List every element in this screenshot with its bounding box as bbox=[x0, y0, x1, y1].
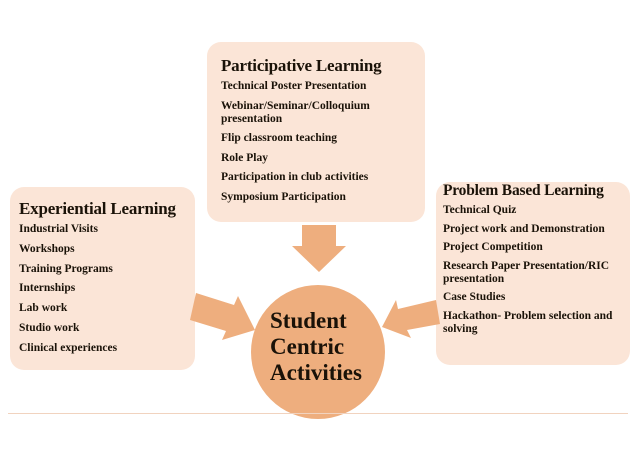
problem-based-learning-box: Problem Based Learning Technical Quiz Pr… bbox=[436, 182, 630, 365]
right-arrow-icon bbox=[190, 293, 255, 340]
list-item: Internships bbox=[19, 282, 76, 295]
list-item: Workshops bbox=[19, 242, 75, 255]
center-label: Student Centric Activities bbox=[250, 308, 386, 386]
problem-based-learning-title: Problem Based Learning bbox=[443, 182, 604, 199]
list-item: Hackathon- Problem selection and solving bbox=[443, 309, 613, 335]
list-item: Research Paper Presentation/RIC presenta… bbox=[443, 259, 610, 285]
list-item: Flip classroom teaching bbox=[221, 132, 338, 144]
list-item: Clinical experiences bbox=[19, 341, 118, 354]
list-item: Role Play bbox=[221, 151, 268, 164]
experiential-learning-title: Experiential Learning bbox=[19, 199, 176, 218]
list-item: Training Programs bbox=[19, 262, 113, 275]
list-item: Studio work bbox=[19, 321, 80, 334]
list-item: Technical Quiz bbox=[443, 204, 517, 216]
list-item: Project Competition bbox=[443, 241, 543, 253]
list-item: Symposium Participation bbox=[221, 190, 346, 203]
list-item: Case Studies bbox=[443, 291, 506, 303]
divider bbox=[8, 413, 628, 414]
list-item: Lab work bbox=[19, 302, 68, 315]
list-item: Webinar/Seminar/Colloquium presentation bbox=[221, 99, 370, 125]
list-item: Industrial Visits bbox=[19, 223, 98, 235]
center-line: Student bbox=[270, 308, 347, 333]
left-arrow-icon bbox=[382, 300, 440, 338]
center-circle bbox=[251, 285, 385, 419]
list-item: Technical Poster Presentation bbox=[221, 80, 367, 92]
center-line: Activities bbox=[270, 360, 362, 385]
center-line: Centric bbox=[270, 334, 345, 359]
experiential-learning-box: Experiential Learning Industrial Visits … bbox=[10, 187, 195, 370]
participative-learning-box: Participative Learning Technical Poster … bbox=[207, 42, 425, 222]
down-arrow-icon bbox=[292, 225, 346, 272]
list-item: Participation in club activities bbox=[221, 171, 369, 183]
list-item: Project work and Demonstration bbox=[443, 222, 605, 235]
participative-learning-title: Participative Learning bbox=[221, 56, 382, 75]
